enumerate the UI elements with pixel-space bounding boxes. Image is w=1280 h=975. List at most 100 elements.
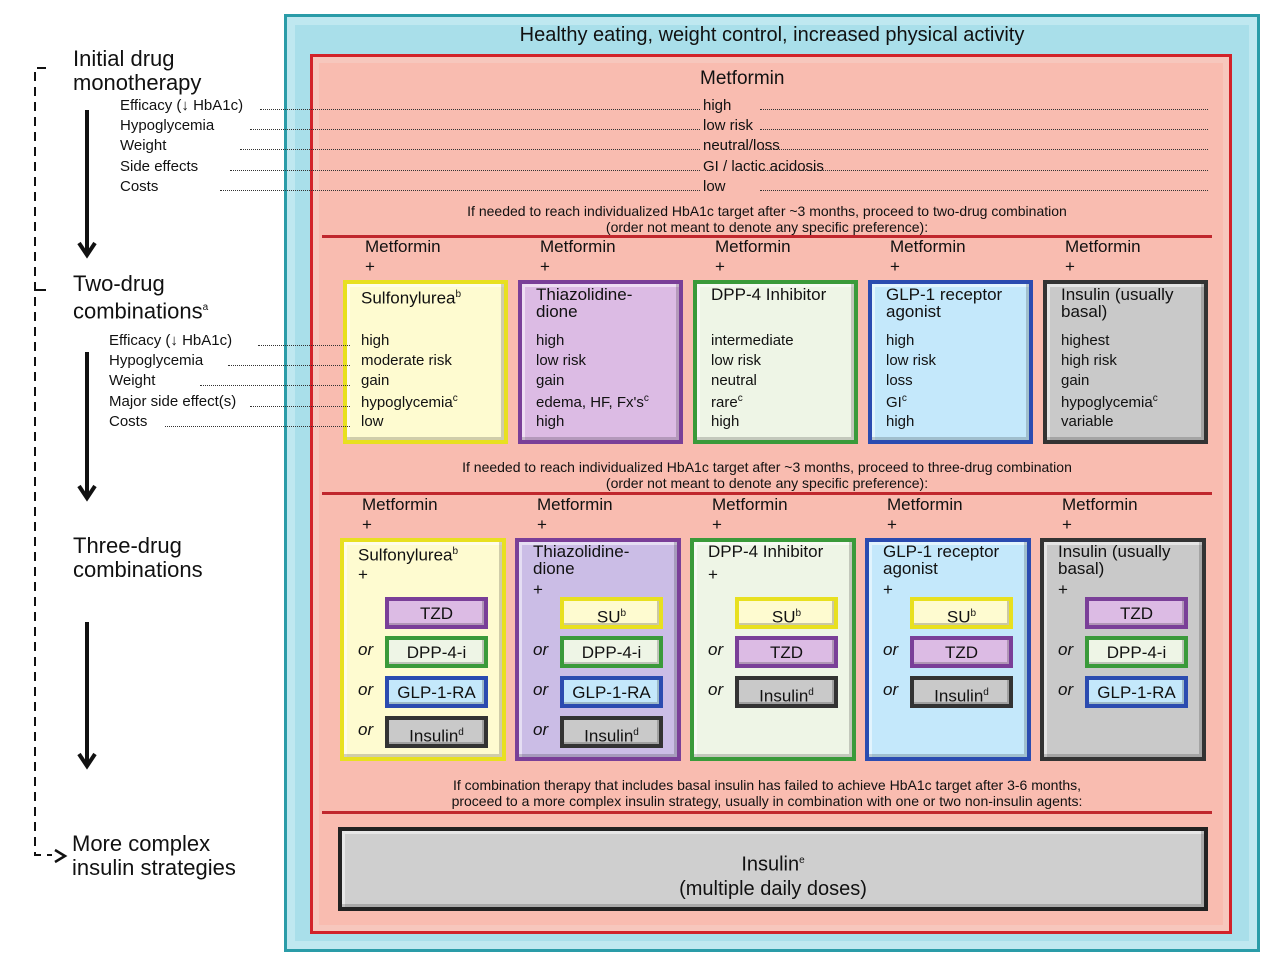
option-glp1: GLP-1-RA <box>1085 676 1188 708</box>
leader-line <box>760 149 1208 150</box>
combo-header: Metformin <box>1062 495 1138 514</box>
plus-sign: + <box>540 257 550 276</box>
drug-title: Sulfonylureab <box>358 545 459 565</box>
drug-title: Thiazolidine- dione <box>533 542 630 578</box>
leader-line <box>250 406 350 407</box>
mono-value: low risk <box>703 117 754 134</box>
drug-attribute: rarec <box>711 393 743 411</box>
two-drug-row-label: Efficacy (↓ HbA1c) <box>109 332 233 349</box>
or-label: or <box>1058 680 1074 699</box>
mono-row-label: Weight <box>120 137 167 154</box>
or-label: or <box>358 640 374 659</box>
leader-line <box>260 109 700 110</box>
two-drug-box-sulfonylurea <box>343 280 508 444</box>
drug-attribute: GIc <box>886 393 907 411</box>
drug-attribute: high <box>711 413 740 430</box>
combo-header: Metformin <box>1065 237 1141 256</box>
mono-row-label: Efficacy (↓ HbA1c) <box>120 97 244 114</box>
leader-line <box>250 129 700 130</box>
lifestyle-banner: Healthy eating, weight control, increase… <box>519 24 1025 46</box>
dashed-flow-line <box>34 67 52 856</box>
plus-sign: + <box>1058 580 1068 599</box>
combo-header: Metformin <box>712 495 788 514</box>
two-drug-row-label: Hypoglycemia <box>109 352 204 369</box>
leader-line <box>258 345 350 346</box>
stage-three-drug: Three-drug combinations <box>73 533 203 582</box>
or-label: or <box>533 720 549 739</box>
or-label: or <box>1058 640 1074 659</box>
flow-arrows <box>34 67 97 864</box>
combo-header: Metformin <box>540 237 616 256</box>
drug-attribute: high <box>361 332 390 349</box>
leader-line <box>228 365 350 366</box>
plus-sign: + <box>712 515 722 534</box>
combo-header: Metformin <box>365 237 441 256</box>
option-sulfonylurea: SUb <box>735 597 838 629</box>
drug-attribute: low risk <box>711 352 762 369</box>
option-insulin: Insulind <box>910 676 1013 708</box>
leader-line <box>760 109 1208 110</box>
stage-initial-monotherapy: Initial drug monotherapy <box>73 46 202 95</box>
two-drug-row-label: Weight <box>109 372 156 389</box>
drug-attribute: low <box>361 413 384 430</box>
drug-attribute: high <box>886 332 915 349</box>
mono-row-label: Costs <box>120 178 159 195</box>
drug-attribute: high risk <box>1061 352 1117 369</box>
option-sulfonylurea: SUb <box>560 597 663 629</box>
or-label: or <box>883 640 899 659</box>
option-insulin: Insulind <box>735 676 838 708</box>
down-arrow-icons <box>77 110 97 770</box>
leader-line <box>200 385 350 386</box>
plus-sign: + <box>715 257 725 276</box>
mono-value: GI / lactic acidosis <box>703 158 824 175</box>
plus-sign: + <box>883 580 893 599</box>
drug-title: DPP-4 Inhibitor <box>708 542 824 561</box>
drug-attribute: loss <box>886 372 913 389</box>
drug-title: Thiazolidine- dione <box>536 285 633 321</box>
option-insulin: Insulind <box>385 716 488 748</box>
two-drug-row-label: Costs <box>109 413 148 430</box>
drug-attribute: gain <box>361 372 390 389</box>
option-glp1: GLP-1-RA <box>560 676 663 708</box>
option-sulfonylurea: SUb <box>910 597 1013 629</box>
separator <box>322 492 1212 495</box>
option-dpp4: DPP-4-i <box>560 636 663 668</box>
drug-attribute: low risk <box>536 352 587 369</box>
drug-attribute: neutral <box>711 372 757 389</box>
leader-line <box>230 170 700 171</box>
mono-row-label: Side effects <box>120 158 199 175</box>
two-drug-box-tzd <box>518 280 683 444</box>
combo-header: Metformin <box>890 237 966 256</box>
plus-sign: + <box>537 515 547 534</box>
note-complex-insulin: If combination therapy that includes bas… <box>451 777 1083 809</box>
drug-attribute: highest <box>1061 332 1110 349</box>
option-dpp4: DPP-4-i <box>385 636 488 668</box>
stage-two-drug: Two-drug combinationsa <box>73 271 209 324</box>
or-label: or <box>533 640 549 659</box>
plus-sign: + <box>890 257 900 276</box>
or-label: or <box>883 680 899 699</box>
drug-title: Insulin (usually basal) <box>1058 542 1171 578</box>
or-label: or <box>533 680 549 699</box>
combo-header: Metformin <box>537 495 613 514</box>
plus-sign: + <box>362 515 372 534</box>
stage-complex-insulin: More complex insulin strategies <box>72 831 236 880</box>
option-tzd: TZD <box>735 636 838 668</box>
plus-sign: + <box>1062 515 1072 534</box>
option-tzd: TZD <box>1085 597 1188 629</box>
drug-attribute: edema, HF, Fx'sc <box>536 393 649 411</box>
drug-attribute: low risk <box>886 352 937 369</box>
drug-title: Insulin (usually basal) <box>1061 285 1174 321</box>
leader-line <box>165 426 350 427</box>
note-three-drug: If needed to reach individualized HbA1c … <box>462 459 1072 491</box>
arrowhead-icon <box>54 848 68 864</box>
option-glp1: GLP-1-RA <box>385 676 488 708</box>
mono-value: high <box>703 97 732 114</box>
note-two-drug: If needed to reach individualized HbA1c … <box>467 203 1067 235</box>
option-dpp4: DPP-4-i <box>1085 636 1188 668</box>
drug-attribute: high <box>536 413 565 430</box>
drug-attribute: high <box>536 332 565 349</box>
option-tzd: TZD <box>385 597 488 629</box>
drug-title: Sulfonylureab <box>361 288 462 308</box>
leader-line <box>240 149 700 150</box>
